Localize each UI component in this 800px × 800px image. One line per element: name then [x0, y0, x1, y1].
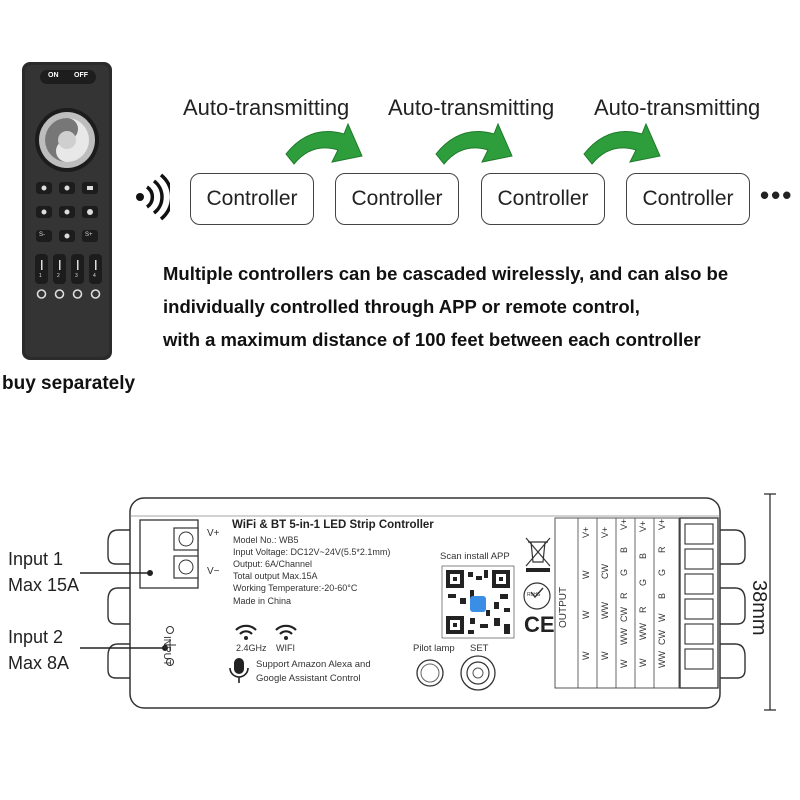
terminal-label: W	[638, 658, 648, 667]
remote-zone-4[interactable]: 4	[93, 273, 96, 279]
alexa-line-1: Support Amazon Alexa and	[256, 659, 371, 670]
input1-max: Max 15A	[8, 575, 80, 595]
terminal-label: WW	[600, 602, 610, 620]
terminal-label: V+	[638, 520, 648, 532]
input-label: INPUT	[161, 636, 172, 666]
terminal-label: R	[657, 546, 667, 553]
terminal-label: WW	[619, 628, 629, 646]
v-plus-label: V+	[207, 528, 220, 539]
terminal-label: B	[619, 546, 629, 553]
description-line-2: individually controlled through APP or r…	[163, 296, 640, 317]
wireless-signal-icon	[136, 173, 170, 221]
remote-control: ON OFF S- S+ 1 2 3 4	[22, 62, 112, 360]
pilot-lamp-label: Pilot lamp	[413, 643, 455, 654]
buy-separately-note: buy separately	[2, 373, 136, 394]
terminal-label: CW	[600, 563, 610, 579]
terminal-label: W	[581, 570, 591, 579]
ce-mark: CE	[524, 612, 555, 637]
input2-label: Input 2 Max 8A	[8, 624, 69, 676]
spec-voltage: Input Voltage: DC12V~24V(5.5*2.1mm)	[233, 547, 391, 557]
input1-label: Input 1 Max 15A	[8, 546, 79, 598]
remote-zone-1[interactable]: 1	[39, 273, 42, 279]
terminal-label: W	[600, 651, 610, 660]
v-minus-label: V−	[207, 566, 220, 577]
terminal-label: G	[638, 578, 648, 586]
spec-temperature: Working Temperature:-20-60°C	[233, 583, 358, 593]
terminal-label: WW	[657, 651, 667, 669]
controller-box-2: Controller	[335, 173, 459, 225]
transmit-arrow-icon	[583, 122, 661, 165]
device-title: WiFi & BT 5-in-1 LED Strip Controller	[232, 519, 434, 531]
controller-box-4: Controller	[626, 173, 750, 225]
input-leader-lines	[80, 570, 168, 651]
terminal-label: V+	[657, 518, 667, 530]
remote-zone-3[interactable]: 3	[75, 273, 78, 279]
wifi-label: WIFI	[276, 643, 295, 653]
terminal-label: W	[581, 651, 591, 660]
terminal-label: CW	[619, 607, 629, 623]
spec-total: Total output Max.15A	[233, 571, 318, 581]
terminal-label: R	[638, 606, 648, 613]
description-line-3: with a maximum distance of 100 feet betw…	[163, 329, 701, 350]
terminal-label: V+	[600, 526, 610, 539]
auto-transmitting-label-3: Auto-transmitting	[594, 95, 761, 120]
terminal-label: B	[657, 592, 667, 599]
terminal-label: W	[581, 610, 591, 620]
alexa-line-2: Google Assistant Control	[256, 673, 361, 684]
transmit-arrow-icon	[285, 122, 363, 165]
output-label: OUTPUT	[558, 586, 569, 628]
input2-title: Input 2	[8, 627, 64, 647]
terminal-label: R	[619, 592, 629, 600]
terminal-label: W	[657, 613, 667, 623]
remote-off-label[interactable]: OFF	[74, 72, 88, 79]
terminal-label: V+	[581, 526, 591, 539]
controller-device	[107, 497, 746, 709]
controller-box-1: Controller	[190, 173, 314, 225]
terminal-label: WW	[638, 622, 648, 640]
spec-output: Output: 6A/Channel	[233, 559, 313, 569]
terminal-label: W	[619, 659, 629, 669]
set-label[interactable]: SET	[470, 643, 489, 654]
remote-speed-down-label[interactable]: S-	[39, 232, 45, 238]
spec-origin: Made in China	[233, 596, 292, 606]
terminal-label: G	[657, 568, 667, 576]
terminal-label: V+	[619, 518, 629, 530]
rohs-label: RoHS	[527, 592, 541, 598]
remote-speed-up-label[interactable]: S+	[85, 232, 93, 238]
transmit-arrow-icon	[435, 122, 513, 165]
auto-transmitting-label-1: Auto-transmitting	[183, 95, 350, 120]
dimension-label: 38mm	[748, 580, 770, 636]
bt-frequency-label: 2.4GHz	[236, 643, 267, 653]
more-ellipsis: •••	[760, 180, 794, 210]
input1-title: Input 1	[8, 549, 64, 569]
terminal-label: B	[638, 552, 648, 559]
scan-label: Scan install APP	[440, 551, 510, 562]
terminal-label: CW	[657, 630, 667, 646]
input2-max: Max 8A	[8, 653, 70, 673]
controller-box-3: Controller	[481, 173, 605, 225]
auto-transmitting-label-2: Auto-transmitting	[388, 95, 555, 120]
remote-zone-2[interactable]: 2	[57, 273, 60, 279]
terminal-label: G	[619, 568, 629, 576]
dimension-line	[764, 493, 776, 711]
description-line-1: Multiple controllers can be cascaded wir…	[163, 263, 729, 284]
spec-model: Model No.: WB5	[233, 535, 299, 545]
remote-on-label[interactable]: ON	[48, 72, 59, 79]
